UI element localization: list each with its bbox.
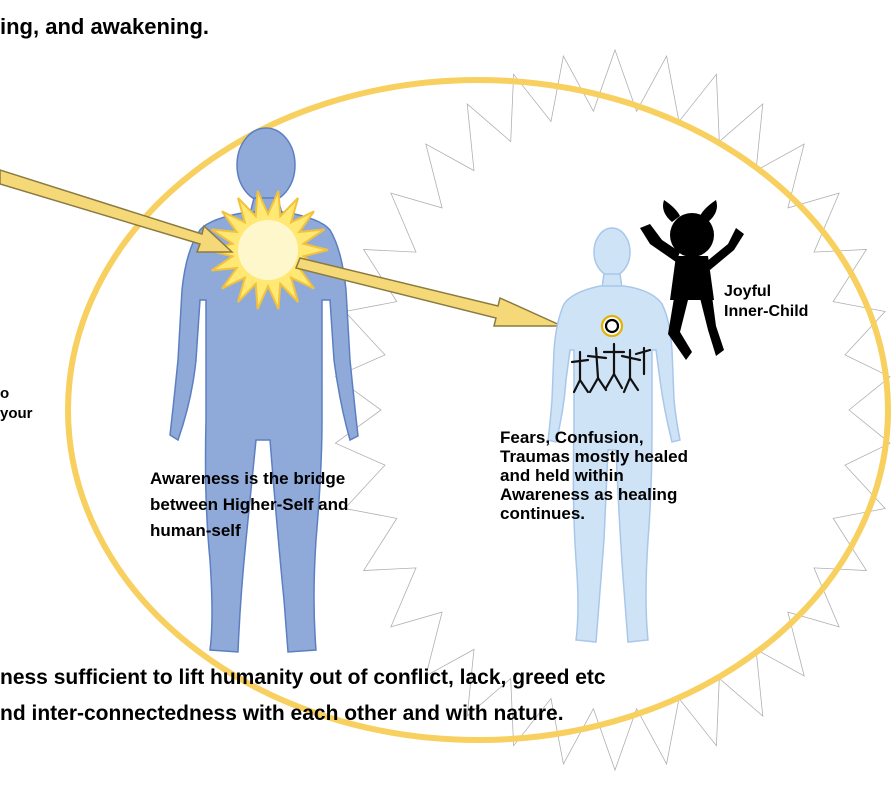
awareness-bridge-label: Awareness is the bridge between Higher-S… [150, 466, 348, 544]
halo-ellipse [68, 80, 888, 740]
arrow-higher-self [0, 170, 232, 252]
healing-label: Fears, Confusion, Traumas mostly healed … [500, 428, 688, 523]
left-text-fragment: o your [0, 384, 33, 424]
footer-fragment: ness sufficient to lift humanity out of … [0, 660, 606, 732]
heading-fragment: ing, and awakening. [0, 14, 209, 40]
sun-core [238, 220, 298, 280]
inner-child-label: Joyful Inner-Child [724, 282, 808, 322]
